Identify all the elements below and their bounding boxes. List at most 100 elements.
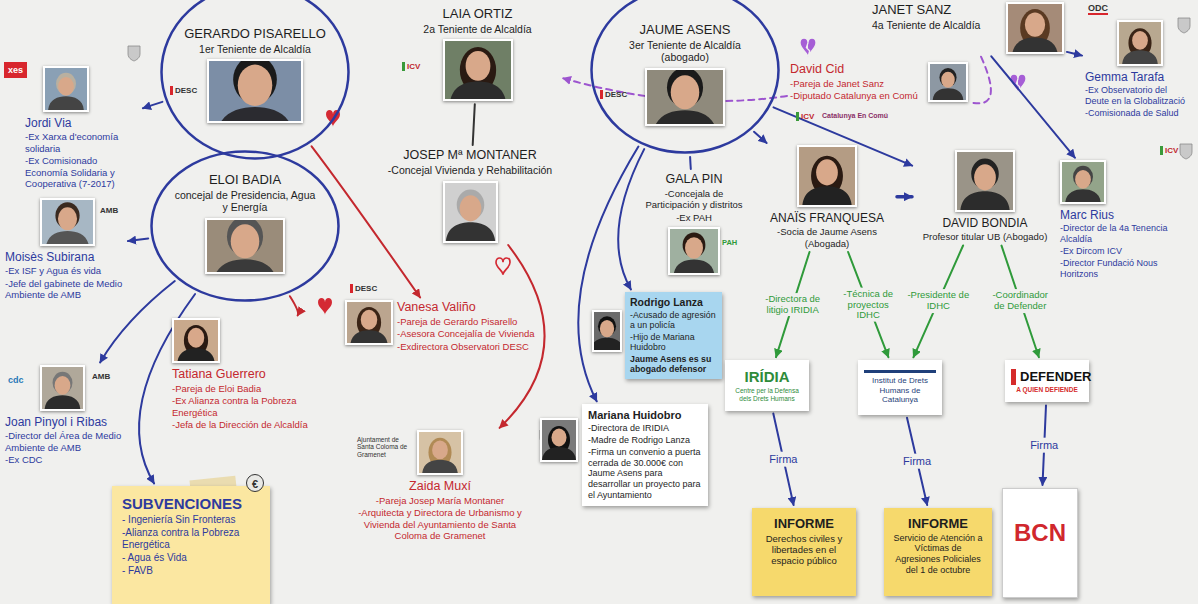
node-name: INFORME <box>908 516 968 532</box>
edge-label: -Coordinador de Defender <box>987 289 1053 313</box>
text-column: IRÍDIACentre per la Defensa dels Drets H… <box>731 368 803 403</box>
logo-text: PAH <box>722 238 737 247</box>
logo-text: Ajuntament de Santa Coloma de Gramenet <box>357 436 413 458</box>
connector-line <box>991 56 1075 157</box>
connector-line <box>971 57 991 104</box>
node-text: -Ex Alianza contra la Pobreza Energética <box>172 395 342 418</box>
node-name: INFORME <box>774 516 834 532</box>
node-text: -Acusado de agresión a un policía <box>630 310 717 331</box>
portrait-figure <box>174 320 218 361</box>
connector-line <box>897 195 912 199</box>
portrait-figure <box>594 312 620 350</box>
text-column: ELOI BADIAconcejal de Presidencia, Agua … <box>172 172 318 214</box>
logo-text: Catalunya En Comú <box>822 112 888 119</box>
edge-label: -Presidente de IDHC <box>905 289 971 313</box>
portrait-photo <box>207 59 303 123</box>
node-text: -Ex PAH <box>676 212 712 223</box>
person-node: David Cid-Pareja de Janet Sanz-Diputado … <box>790 62 968 102</box>
node-text: -Pareja de Gerardo Pisarello <box>397 316 517 327</box>
portrait-face <box>816 159 838 185</box>
node-text: Servicio de Atención a Víctimas de Agres… <box>891 533 985 576</box>
node-text: - Agua és Vida <box>122 552 187 564</box>
logo-text: ICV <box>1160 146 1178 155</box>
circle-outline-shape <box>152 152 339 301</box>
portrait-figure <box>445 41 511 99</box>
node-text: - FAVB <box>122 565 153 577</box>
node-text: -Hijo de Mariana Huidobro <box>630 332 717 353</box>
text-column: ANAÏS FRANQUESA-Socia de Jaume Asens (Ab… <box>760 211 894 249</box>
node-name: Rodrigo Lanza <box>630 296 703 309</box>
sticky-note: Rodrigo Lanza-Acusado de agresión a un p… <box>592 292 722 379</box>
node-name: Mariana Huidobro <box>588 409 682 422</box>
portrait-photo <box>417 430 463 475</box>
node-name: Marc Rius <box>1060 208 1114 222</box>
portrait-shoulders <box>449 82 505 99</box>
portrait-photo <box>172 318 220 363</box>
node-name: Tatiana Guerrero <box>172 367 266 382</box>
shield-icon <box>128 46 140 61</box>
node-text: -Ex Comisionado Economía Solidaria y Coo… <box>25 155 140 189</box>
portrait-face <box>55 376 71 395</box>
portrait-face <box>432 440 448 459</box>
node-text: 4a Teniente de Alcaldía <box>872 19 980 32</box>
node-text: -Comisionada de Salud <box>1085 108 1179 119</box>
shield-icon <box>1178 18 1190 33</box>
edge-label: -Directora de litigio IRIDIA <box>760 293 826 317</box>
node-text: -Ex CDC <box>5 454 42 465</box>
portrait-figure <box>957 152 1013 210</box>
portrait-shoulders <box>674 260 715 274</box>
portrait-face <box>238 65 273 106</box>
person-node: GALA PIN-Concejala de Participación y di… <box>638 172 750 275</box>
text-column: Tatiana Guerrero-Pareja de Eloi Badia-Ex… <box>172 367 342 431</box>
portrait-shoulders <box>653 110 718 124</box>
person-node: ANAÏS FRANQUESA-Socia de Jaume Asens (Ab… <box>760 145 894 249</box>
portrait-shoulders <box>350 330 387 343</box>
portrait-face <box>1132 31 1148 50</box>
portrait-photo <box>1117 20 1163 66</box>
text-column: JOSEP Mª MONTANER-Concejal Vivienda y Re… <box>388 148 552 177</box>
portrait-face <box>361 310 378 330</box>
portrait-photo <box>592 310 622 352</box>
logo-card: Institut de Drets Humans de Catalunya <box>858 360 942 415</box>
heart-icon <box>318 298 332 315</box>
node-name: Joan Pinyol i Ribas <box>5 415 107 429</box>
node-text: -Directora de IRIDIA <box>588 423 669 434</box>
portrait-face <box>459 195 481 221</box>
node-name: JANET SANZ <box>872 2 951 18</box>
portrait-figure <box>209 61 301 121</box>
text-column: Gemma Tarafa-Ex Observatorio del Deute e… <box>1085 70 1193 119</box>
portrait-photo <box>345 300 393 345</box>
circle-outline-shape <box>592 0 779 153</box>
connector-line <box>143 102 163 108</box>
text-column: INFORMEDerechos civiles y libertades en … <box>759 516 849 567</box>
node-name: DAVID BONDIA <box>942 216 1027 230</box>
portrait-shoulders <box>48 96 84 110</box>
text-column: DEFENDERA QUIEN DEFIENDE <box>1011 369 1083 393</box>
text-column: DAVID BONDIAProfesor titular UB (Abogado… <box>923 216 1048 243</box>
portrait-photo <box>40 198 95 246</box>
portrait-shoulders <box>216 107 294 121</box>
portrait-figure <box>42 200 93 244</box>
portrait-shoulders <box>46 231 89 244</box>
text-column: SUBVENCIONES- Ingeniería Sin Fronteras-A… <box>122 495 260 577</box>
portrait-figure <box>445 183 496 241</box>
portrait-photo <box>540 418 578 462</box>
node-name: Moisès Subirana <box>5 250 94 264</box>
portrait-photo <box>668 227 720 275</box>
connector-line <box>473 104 475 145</box>
portrait-photo <box>443 39 513 101</box>
person-node: Tatiana Guerrero-Pareja de Eloi Badia-Ex… <box>172 318 342 431</box>
node-text: -Director del Área de Medio Ambiente de … <box>5 430 133 453</box>
node-text: -Ex Xarxa d'economía solidaria <box>25 131 140 154</box>
portrait-figure <box>1119 22 1161 64</box>
node-text: -Madre de Rodrigo Lanza <box>588 435 690 446</box>
logo-text: ICV <box>402 62 420 71</box>
connector-line <box>754 132 767 143</box>
portrait-face <box>188 328 205 348</box>
connector-line <box>128 239 148 242</box>
portrait-figure <box>419 432 461 473</box>
logo-text: € <box>246 474 264 492</box>
node-name: ELOI BADIA <box>209 172 281 188</box>
portrait-hair <box>598 316 616 336</box>
